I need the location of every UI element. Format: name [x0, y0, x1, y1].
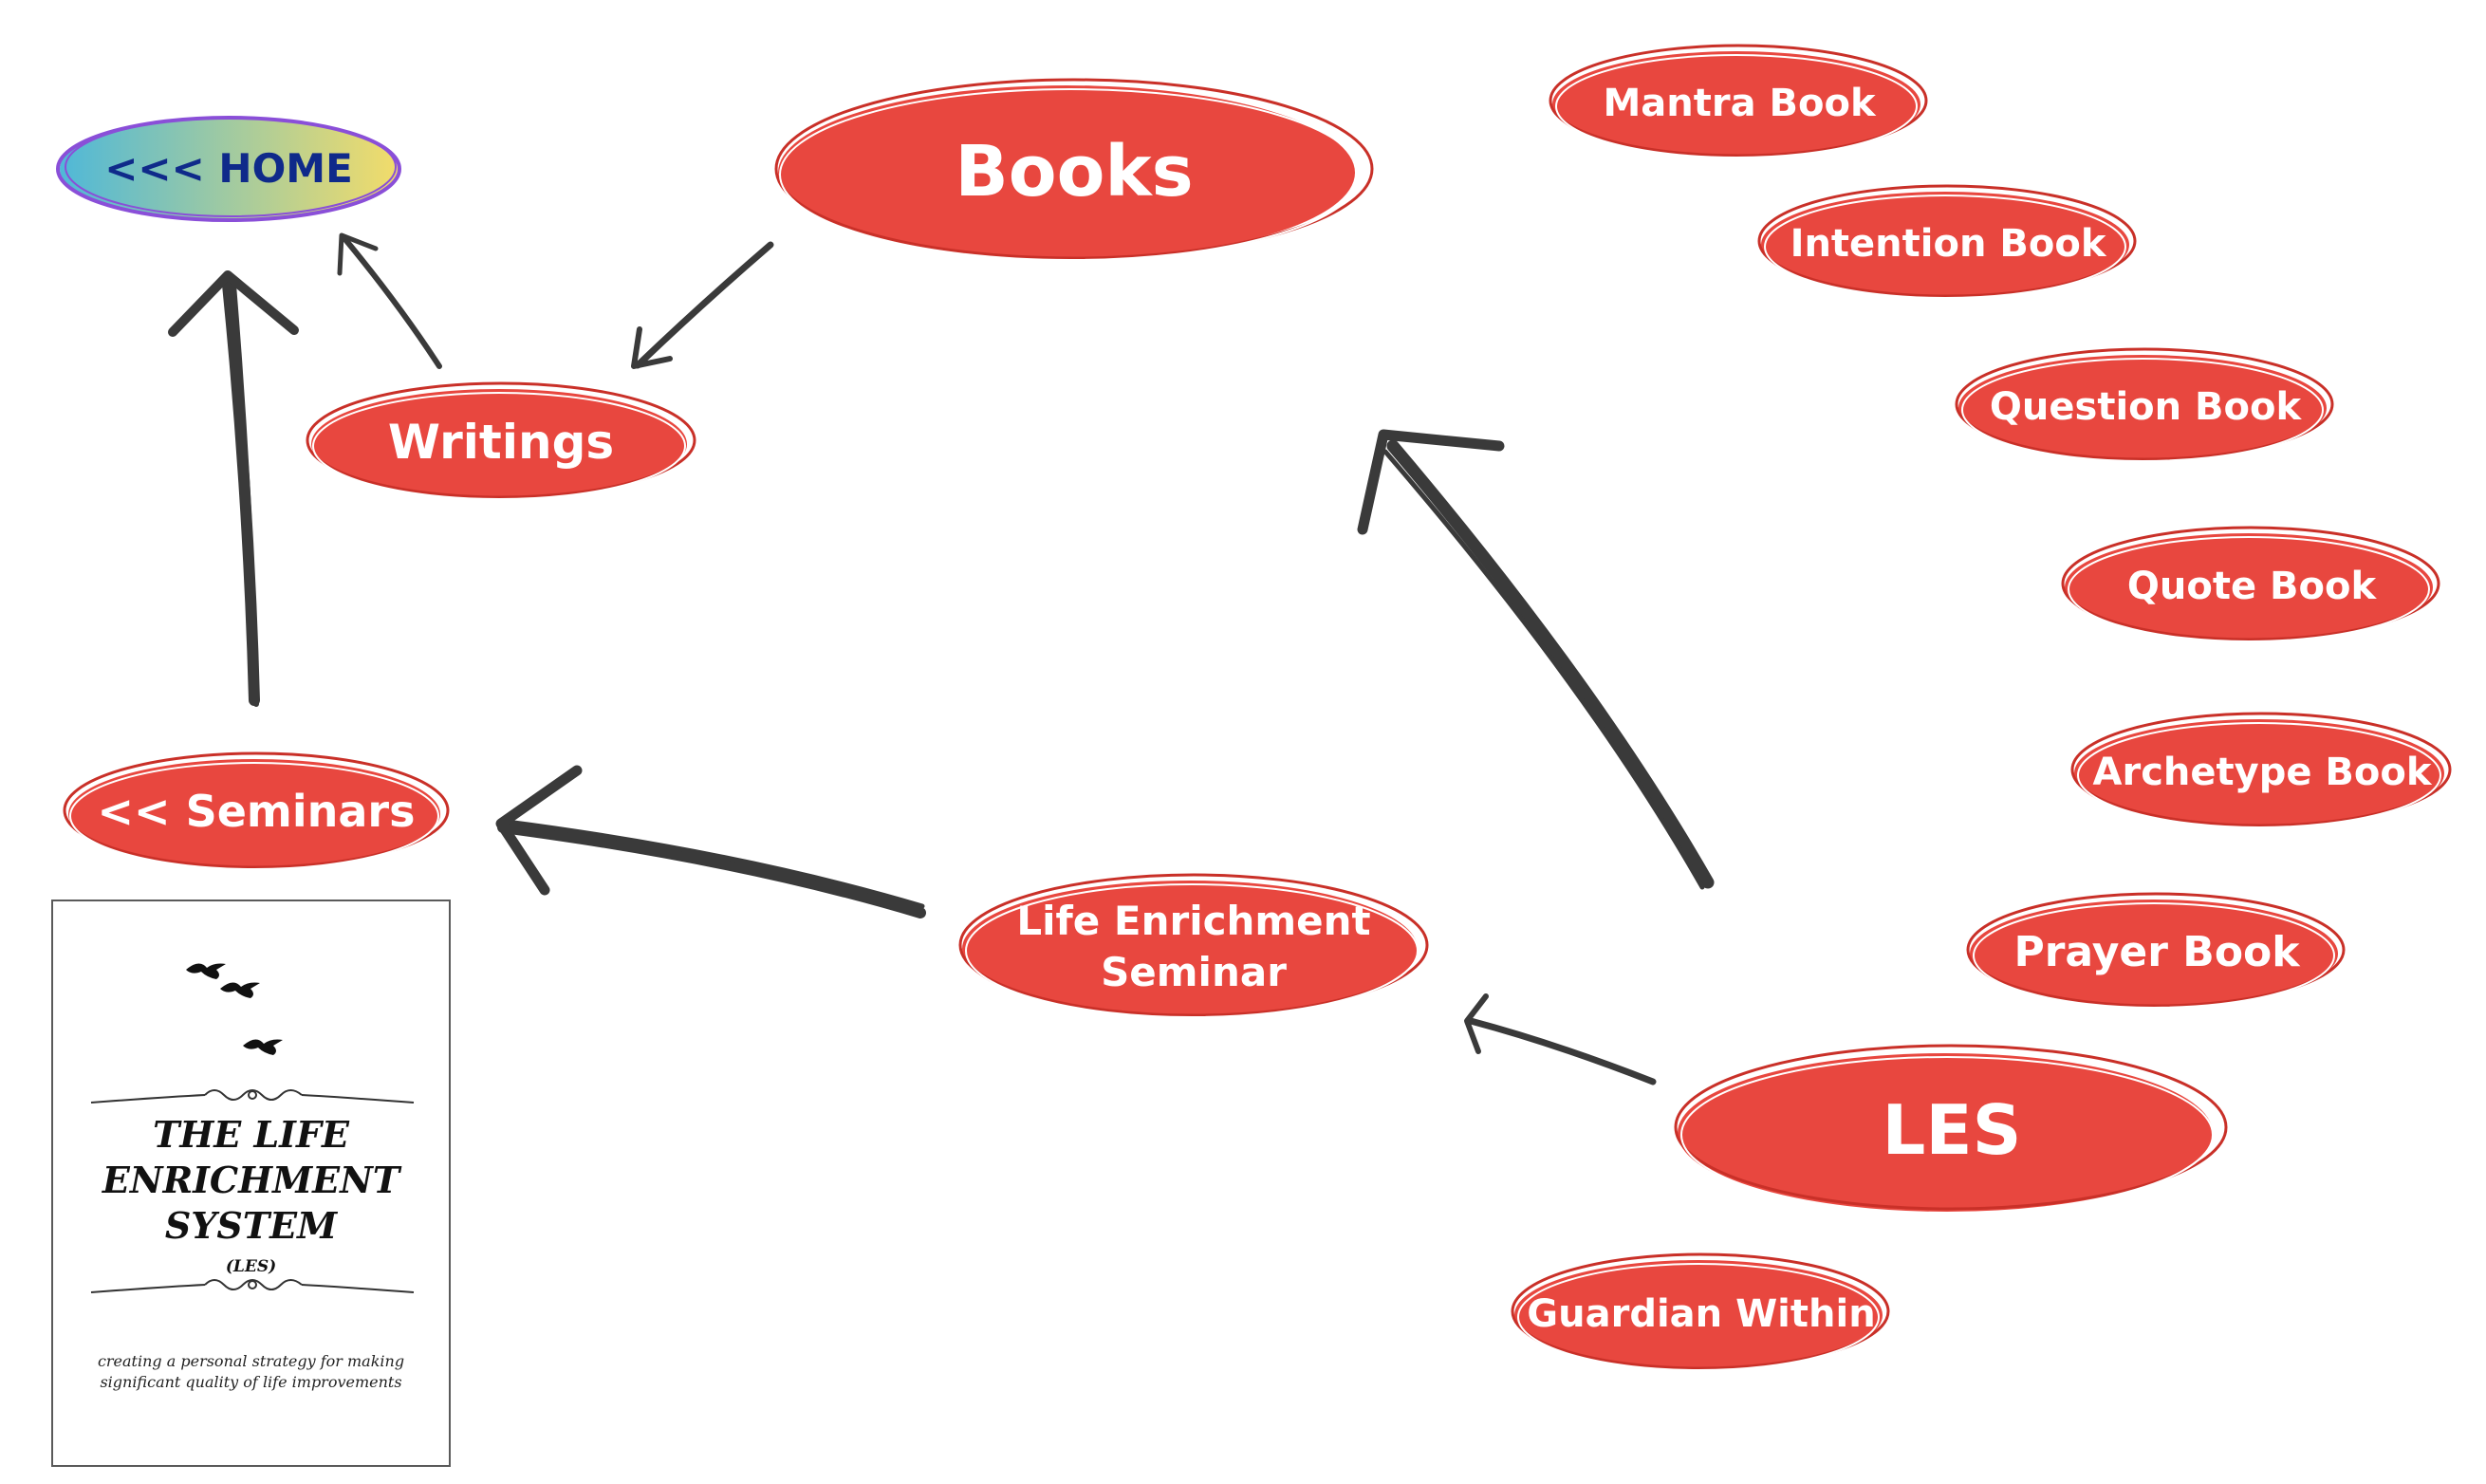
archetype-book-node-shape: [2070, 712, 2452, 828]
life-enrichment-seminar-text: Life Enrichment Seminar: [1016, 898, 1371, 995]
birds-icon: [186, 963, 283, 1055]
mantra-book-node-shape: [1549, 44, 1928, 158]
question-book-node-shape: [1955, 347, 2334, 462]
quote-book-label: Quote Book: [2126, 564, 2377, 608]
home-label: <<< HOME: [104, 145, 353, 193]
archetype-book-node[interactable]: Archetype Book: [2070, 712, 2454, 831]
book-cover-art: [90, 963, 415, 1293]
home-button[interactable]: <<< HOME: [55, 114, 402, 224]
seminars-node[interactable]: << Seminars: [63, 751, 450, 873]
book-cover-subtitle: (LES): [225, 1257, 277, 1276]
guardian-within-node[interactable]: Guardian Within: [1511, 1252, 1892, 1374]
guardian-within-label: Guardian Within: [1527, 1291, 1876, 1336]
arrow-les-to-books: [1357, 429, 1715, 890]
books-node[interactable]: Books: [770, 78, 1378, 266]
arrow-books-to-writings: [631, 241, 774, 369]
prayer-book-node[interactable]: Prayer Book: [1966, 892, 2347, 1011]
guardian-within-node-shape: [1511, 1252, 1890, 1371]
book-cover-title-line-3: SYSTEM: [164, 1204, 338, 1247]
seminars-node-shape: [63, 751, 450, 870]
arrow-seminar-to-seminars: [495, 765, 926, 918]
les-label: LES: [1882, 1089, 2022, 1170]
intention-book-label: Intention Book: [1790, 221, 2106, 266]
writings-node[interactable]: Writings: [306, 381, 696, 503]
intention-book-node[interactable]: Intention Book: [1757, 184, 2139, 302]
books-node-shape: [774, 78, 1374, 261]
life-enrichment-seminar-label: Life Enrichment Seminar: [1016, 896, 1370, 998]
books-label: Books: [955, 130, 1194, 213]
book-cover-title: THE LIFE ENRICHMENT SYSTEM: [53, 1112, 449, 1249]
arrow-les-to-seminar: [1464, 993, 1657, 1085]
quote-book-node-shape: [2061, 526, 2440, 642]
quote-book-node[interactable]: Quote Book: [2061, 526, 2442, 645]
top-flourish-divider: [90, 1089, 415, 1104]
question-book-node[interactable]: Question Book: [1955, 347, 2336, 465]
prayer-book-label: Prayer Book: [2013, 928, 2300, 977]
writings-node-shape: [306, 381, 696, 500]
les-book-cover[interactable]: THE LIFE ENRICHMENT SYSTEM (LES) creatin…: [51, 900, 451, 1467]
bottom-flourish-divider: [90, 1279, 415, 1293]
seminars-label: << Seminars: [97, 786, 416, 838]
question-book-label: Question Book: [1989, 384, 2302, 429]
book-cover-title-line-2: ENRICHMENT: [102, 1159, 400, 1201]
life-enrichment-seminar-node-shape: [958, 873, 1429, 1018]
mantra-book-label: Mantra Book: [1603, 81, 1876, 125]
intention-book-node-shape: [1757, 184, 2137, 299]
book-cover-title-line-1: THE LIFE: [153, 1113, 349, 1156]
prayer-book-node-shape: [1966, 892, 2346, 1009]
les-node[interactable]: LES: [1672, 1044, 2232, 1216]
life-enrichment-seminar-node[interactable]: Life Enrichment Seminar: [956, 873, 1431, 1021]
book-cover-tagline: creating a personal strategy for making …: [97, 1352, 405, 1391]
mantra-book-node[interactable]: Mantra Book: [1549, 44, 1930, 161]
writings-label: Writings: [387, 415, 615, 470]
arrow-writings-to-home: [337, 232, 442, 369]
arrow-seminars-to-home: [168, 270, 299, 707]
archetype-book-label: Archetype Book: [2092, 750, 2432, 794]
les-node-shape: [1674, 1044, 2228, 1214]
home-button-shape: [56, 116, 401, 222]
